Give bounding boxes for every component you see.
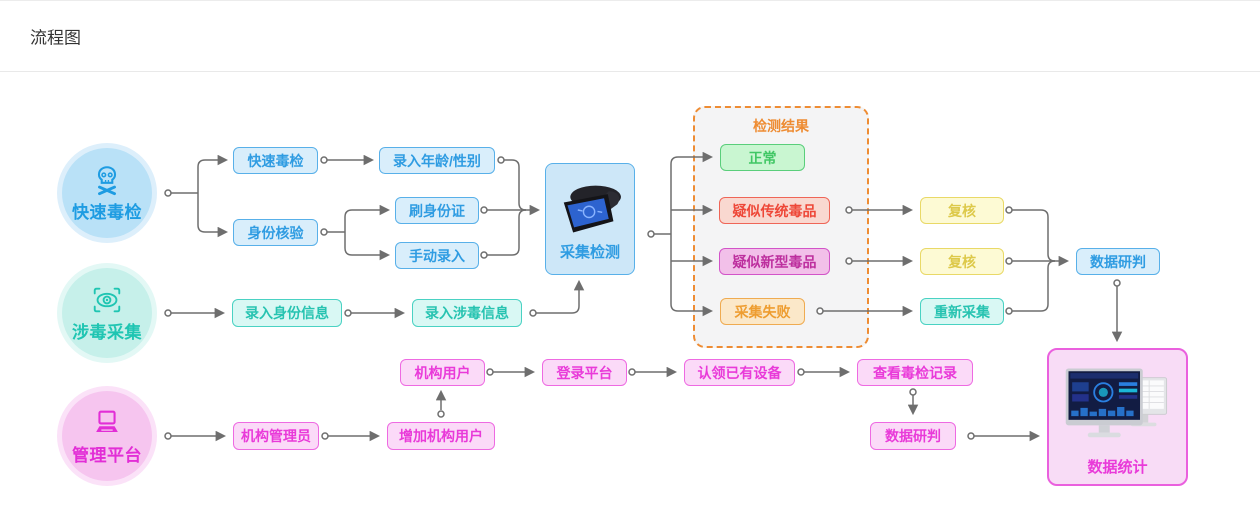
node-review-2: 复核 (920, 248, 1004, 275)
node-quick-test: 快速毒检 (233, 147, 318, 174)
node-recollect: 重新采集 (920, 298, 1004, 325)
page-header: 流程图 (0, 1, 1260, 72)
eye-scan-icon (93, 287, 121, 313)
node-review-1: 复核 (920, 197, 1004, 224)
page-title: 流程图 (30, 28, 81, 48)
lane-drug-collection: 涉毒采集 (62, 268, 152, 358)
node-login-platform: 登录平台 (542, 359, 627, 386)
node-result-normal: 正常 (720, 144, 805, 171)
node-result-collection-failed: 采集失败 (720, 298, 805, 325)
node-result-suspected-new-type: 疑似新型毒品 (719, 248, 830, 275)
node-enter-age-gender: 录入年龄/性别 (379, 147, 495, 174)
node-enter-identity-info: 录入身份信息 (232, 299, 342, 327)
lane-label: 快速毒检 (72, 203, 142, 222)
node-enter-drug-info: 录入涉毒信息 (412, 299, 522, 327)
node-view-test-records: 查看毒检记录 (857, 359, 973, 386)
lane-quick-drug-test: 快速毒检 (62, 148, 152, 238)
node-swipe-id-card: 刷身份证 (395, 197, 479, 224)
node-add-org-user: 增加机构用户 (387, 422, 495, 450)
lane-label: 涉毒采集 (72, 323, 142, 342)
statistics-monitors-image (1065, 368, 1167, 438)
node-claim-device: 认领已有设备 (684, 359, 795, 386)
node-org-admin: 机构管理员 (233, 422, 319, 450)
node-data-statistics: 数据统计 (1047, 348, 1188, 486)
lane-label: 管理平台 (72, 446, 142, 465)
node-identity-check: 身份核验 (233, 219, 318, 246)
node-collect-detect: 采集检测 (545, 163, 635, 275)
node-manual-entry: 手动录入 (395, 242, 479, 269)
collection-device-image (563, 185, 621, 233)
computer-icon (96, 410, 118, 432)
skull-crossbones-icon (97, 166, 117, 196)
node-label: 数据统计 (1087, 459, 1148, 476)
node-data-analysis-magenta: 数据研判 (870, 422, 956, 450)
node-label: 采集检测 (559, 244, 620, 261)
node-data-analysis-blue: 数据研判 (1076, 248, 1160, 275)
lane-management-platform: 管理平台 (62, 391, 152, 481)
node-result-suspected-traditional: 疑似传统毒品 (719, 197, 830, 224)
detection-results-group-title: 检测结果 (753, 118, 809, 134)
node-org-user: 机构用户 (400, 359, 485, 386)
